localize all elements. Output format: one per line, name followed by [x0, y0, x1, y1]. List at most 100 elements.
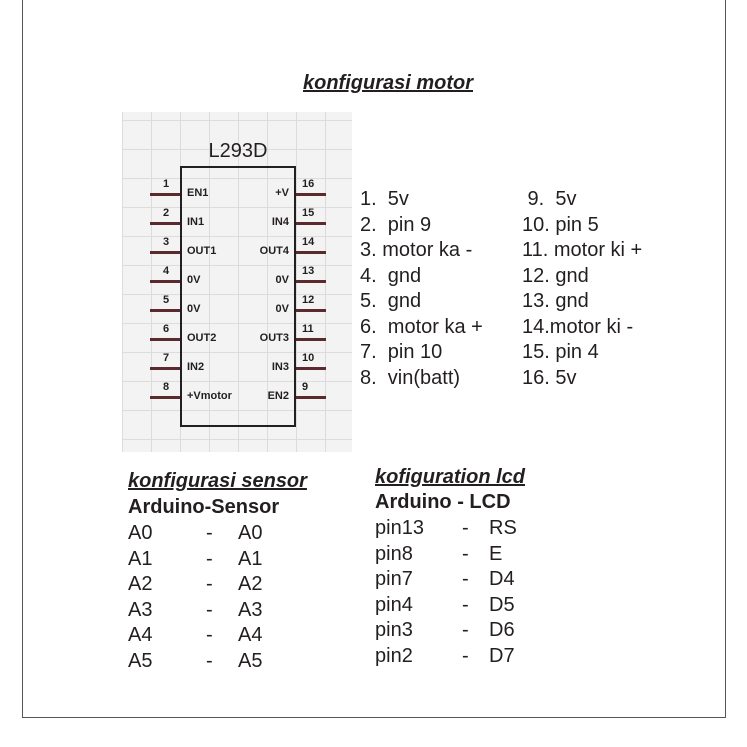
pin-number: 1 — [163, 178, 170, 190]
motor-pin-item: 10. pin 5 — [522, 213, 599, 236]
chip-name: L293D — [208, 140, 268, 162]
pin-lead — [150, 251, 180, 254]
pin-label: 0V — [187, 274, 201, 286]
pin-label: IN3 — [271, 361, 289, 373]
pin-number: 12 — [302, 294, 315, 306]
lcd-separator: - — [462, 593, 469, 616]
lcd-arduino-pin: pin8 — [375, 542, 413, 565]
pin-lead — [150, 280, 180, 283]
pin-label: IN4 — [271, 216, 289, 228]
pin-lead — [296, 367, 326, 370]
pin-label: +Vmotor — [187, 390, 232, 402]
lcd-separator: - — [462, 542, 469, 565]
page-frame — [22, 0, 726, 718]
lcd-separator: - — [462, 644, 469, 667]
lcd-target-pin: D4 — [489, 568, 515, 590]
motor-pin-item: 15. pin 4 — [522, 341, 599, 363]
pin-lead — [296, 338, 326, 341]
pin-lead — [296, 251, 326, 254]
lcd-arduino-pin: pin7 — [375, 568, 413, 590]
pin-lead — [150, 193, 180, 196]
motor-pin-item: 4. gnd — [360, 264, 422, 287]
pin-label: OUT1 — [187, 245, 217, 257]
lcd-table-header: Arduino - LCD — [375, 491, 511, 513]
pin-lead — [150, 396, 180, 399]
sensor-separator: - — [206, 649, 213, 672]
pin-lead — [296, 193, 326, 196]
lcd-target-pin: D5 — [489, 593, 515, 616]
lcd-target-pin: D6 — [489, 619, 515, 641]
pin-label: 0V — [275, 303, 289, 315]
sensor-table-header: Arduino-Sensor — [128, 496, 280, 518]
sensor-separator: - — [206, 624, 213, 646]
pin-lead — [150, 338, 180, 341]
pin-lead — [150, 222, 180, 225]
motor-pin-item: 5. gnd — [360, 290, 422, 312]
motor-pin-item: 16. 5v — [522, 366, 577, 389]
sensor-target-pin: A1 — [238, 547, 263, 570]
pin-lead — [296, 222, 326, 225]
pin-number: 2 — [163, 207, 170, 219]
motor-section-title: konfigurasi motor — [303, 72, 474, 94]
lcd-arduino-pin: pin13 — [375, 517, 424, 539]
lcd-separator: - — [462, 517, 469, 539]
motor-pin-item: 3. motor ka - — [360, 239, 473, 261]
pin-number: 15 — [302, 207, 315, 219]
sensor-separator: - — [206, 522, 213, 544]
pin-label: +V — [275, 187, 289, 199]
lcd-section-title: kofiguration lcd — [375, 466, 525, 488]
pin-number: 8 — [163, 381, 170, 393]
pin-label: IN2 — [187, 361, 205, 373]
pin-number: 9 — [302, 381, 309, 393]
pin-label: OUT2 — [187, 332, 217, 344]
pin-number: 11 — [302, 323, 314, 335]
sensor-arduino-pin: A2 — [128, 573, 153, 595]
pin-label: EN1 — [187, 187, 209, 199]
motor-pin-item: 12. gnd — [522, 264, 589, 287]
lcd-target-pin: E — [489, 542, 503, 565]
lcd-separator: - — [462, 568, 469, 590]
pin-label: EN2 — [267, 390, 289, 402]
motor-pin-item: 2. pin 9 — [360, 213, 432, 236]
pin-number: 7 — [163, 352, 170, 364]
motor-pin-item: 13. gnd — [522, 290, 589, 312]
pin-number: 5 — [163, 294, 170, 306]
sensor-arduino-pin: A5 — [128, 649, 153, 672]
sensor-arduino-pin: A3 — [128, 598, 153, 621]
sensor-target-pin: A2 — [238, 573, 263, 595]
motor-pin-item: 1. 5v — [360, 188, 409, 210]
lcd-separator: - — [462, 619, 469, 641]
sensor-separator: - — [206, 573, 213, 595]
lcd-arduino-pin: pin3 — [375, 619, 413, 641]
pin-number: 13 — [302, 265, 315, 277]
motor-pin-item: 9. 5v — [522, 188, 577, 210]
pin-lead — [296, 280, 326, 283]
pin-label: OUT3 — [259, 332, 289, 344]
sensor-section-title: konfigurasi sensor — [128, 470, 307, 492]
pin-number: 3 — [163, 236, 170, 248]
motor-pin-item: 14.motor ki - — [522, 315, 634, 338]
motor-pin-item: 6. motor ka + — [360, 315, 483, 338]
lcd-arduino-pin: pin4 — [375, 593, 413, 616]
sensor-arduino-pin: A1 — [128, 547, 153, 570]
pin-lead — [150, 309, 180, 312]
chip-body — [180, 166, 296, 427]
pin-lead — [296, 396, 326, 399]
pin-number: 10 — [302, 352, 315, 364]
pin-label: 0V — [187, 303, 201, 315]
sensor-target-pin: A3 — [238, 598, 263, 621]
pin-number: 14 — [302, 236, 315, 248]
sensor-separator: - — [206, 547, 213, 570]
pin-label: IN1 — [187, 216, 205, 228]
motor-pin-item: 8. vin(batt) — [360, 366, 461, 389]
sensor-target-pin: A5 — [238, 649, 263, 672]
pin-label: OUT4 — [259, 245, 289, 257]
pin-number: 6 — [163, 323, 170, 335]
sensor-arduino-pin: A4 — [128, 624, 153, 646]
pin-lead — [296, 309, 326, 312]
sensor-target-pin: A0 — [238, 522, 263, 544]
pin-label: 0V — [275, 274, 289, 286]
motor-pin-item: 7. pin 10 — [360, 341, 443, 363]
pin-number: 4 — [163, 265, 170, 277]
motor-pin-item: 11. motor ki + — [522, 239, 643, 261]
